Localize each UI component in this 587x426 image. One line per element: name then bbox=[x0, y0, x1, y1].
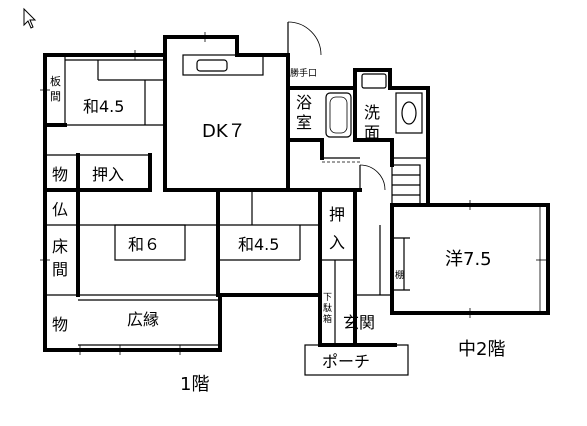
room-label-oshiire-mid-2: 入 bbox=[329, 233, 345, 252]
room-label-oshiire-mid-1: 押 bbox=[329, 205, 345, 224]
room-label-geta-2: 駄 bbox=[323, 302, 332, 314]
yoshitsu-walls bbox=[390, 203, 550, 315]
room-label-washitsu-45-mid: 和4.5 bbox=[238, 235, 279, 254]
bathtub-icon bbox=[325, 92, 352, 138]
room-label-senmen-1: 洗 bbox=[364, 103, 380, 122]
room-label-geta-3: 箱 bbox=[323, 313, 332, 325]
room-label-katteguchi: 勝手口 bbox=[290, 67, 317, 79]
room-label-dk: DK７ bbox=[202, 121, 246, 142]
room-label-hiroen: 広縁 bbox=[127, 310, 159, 329]
window-ticks bbox=[40, 32, 471, 355]
room-label-yokushitsu-1: 浴 bbox=[296, 93, 312, 112]
porch-outline bbox=[304, 344, 409, 376]
mouse-cursor-icon bbox=[23, 7, 37, 29]
room-label-butsu: 仏 bbox=[52, 200, 68, 219]
room-label-itama-1: 板 bbox=[50, 74, 61, 88]
room-label-tokonoma-1: 床 bbox=[52, 237, 68, 256]
room-label-porch: ポーチ bbox=[322, 352, 370, 371]
room-label-yoshitsu: 洋7.5 bbox=[445, 249, 492, 270]
room-label-senmen-2: 面 bbox=[364, 123, 380, 142]
staircase bbox=[390, 138, 430, 207]
interior-walls bbox=[43, 53, 392, 351]
room-label-washitsu-45-left: 和4.5 bbox=[83, 97, 124, 116]
floor-label-first: 1階 bbox=[180, 374, 209, 395]
room-label-mono-upper: 物 bbox=[52, 165, 68, 184]
toilet-icon bbox=[395, 92, 423, 134]
room-label-oshiire-left: 押入 bbox=[92, 165, 124, 184]
room-label-itama-2: 間 bbox=[50, 90, 61, 103]
room-label-mono-lower: 物 bbox=[52, 315, 68, 334]
bath-block-walls bbox=[286, 68, 430, 163]
door-swings bbox=[287, 21, 386, 191]
room-label-genkan: 玄関 bbox=[343, 313, 375, 332]
room-label-tokonoma-2: 間 bbox=[52, 260, 68, 279]
washbasin-icon bbox=[361, 73, 387, 89]
room-label-yokushitsu-2: 室 bbox=[296, 113, 312, 132]
floor-label-middle-second: 中2階 bbox=[458, 339, 505, 360]
room-label-shelf: 棚 bbox=[395, 269, 404, 281]
room-label-washitsu-6: 和６ bbox=[128, 235, 160, 254]
room-label-geta-1: 下 bbox=[323, 293, 332, 303]
